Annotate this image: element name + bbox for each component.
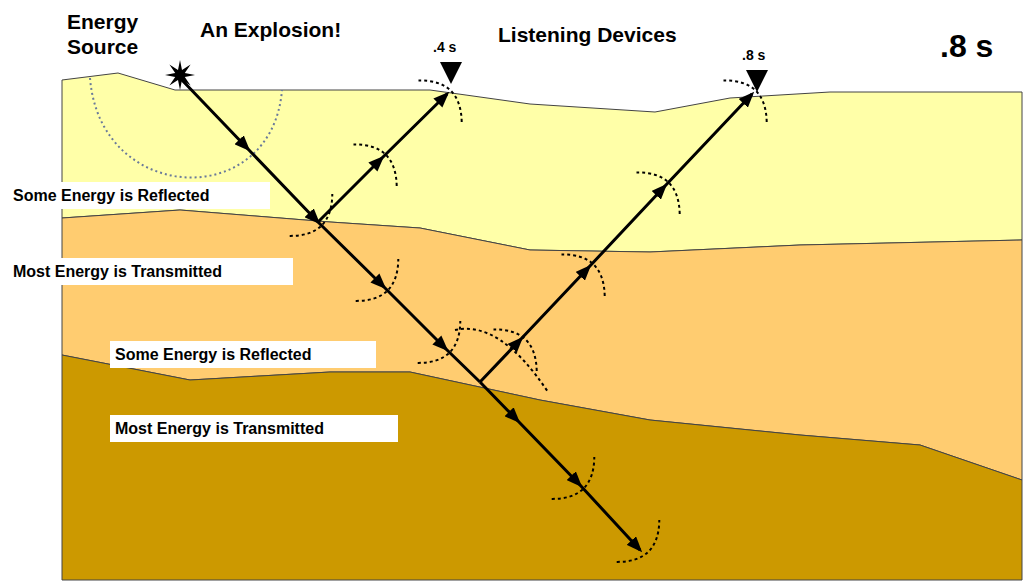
ray-up [480,94,752,382]
receiver-symbol [746,70,768,92]
time-label: .4 s [433,38,456,56]
annotation-box: Most Energy is Transmitted [8,258,293,285]
time-label: .8 s [742,46,765,64]
section-heading: Listening Devices [498,22,677,47]
annotation-title: An Explosion! [200,17,341,42]
annotation-text: Some Energy is Reflected [13,187,210,205]
wavefront-arc [356,259,399,301]
wavefront-arc [724,80,767,121]
annotation-text: Most Energy is Transmitted [115,420,324,438]
wavefront-arc [354,144,397,185]
frame [62,0,1022,580]
annotation-text: Most Energy is Transmitted [13,263,222,281]
wavefront-arc [290,194,333,236]
receiver-symbol [440,62,462,84]
wavefront-arc [455,329,548,392]
annotation-box: Some Energy is Reflected [110,341,376,368]
time-stamp: .8 s [940,28,993,64]
ray-up [318,94,447,222]
ray-down [480,382,640,550]
wavefronts [290,80,767,561]
annotation-box: Some Energy is Reflected [8,182,270,209]
wavefront-arc [562,254,605,295]
annotation-text: Some Energy is Reflected [115,346,312,364]
deep-layer [62,355,1022,580]
wavefront-arc [617,520,660,562]
wavefront-arc [419,80,462,121]
wavefront-arc [418,321,461,363]
ray-paths [180,78,752,550]
wavefront-arc [637,172,680,213]
wavefront-arc [552,457,595,499]
wavefront-arc [494,329,537,370]
source-wavefront [90,78,282,178]
source-label: Energy Source [67,9,167,59]
explosion-star [165,60,195,90]
annotation-box: Most Energy is Transmitted [110,415,398,442]
